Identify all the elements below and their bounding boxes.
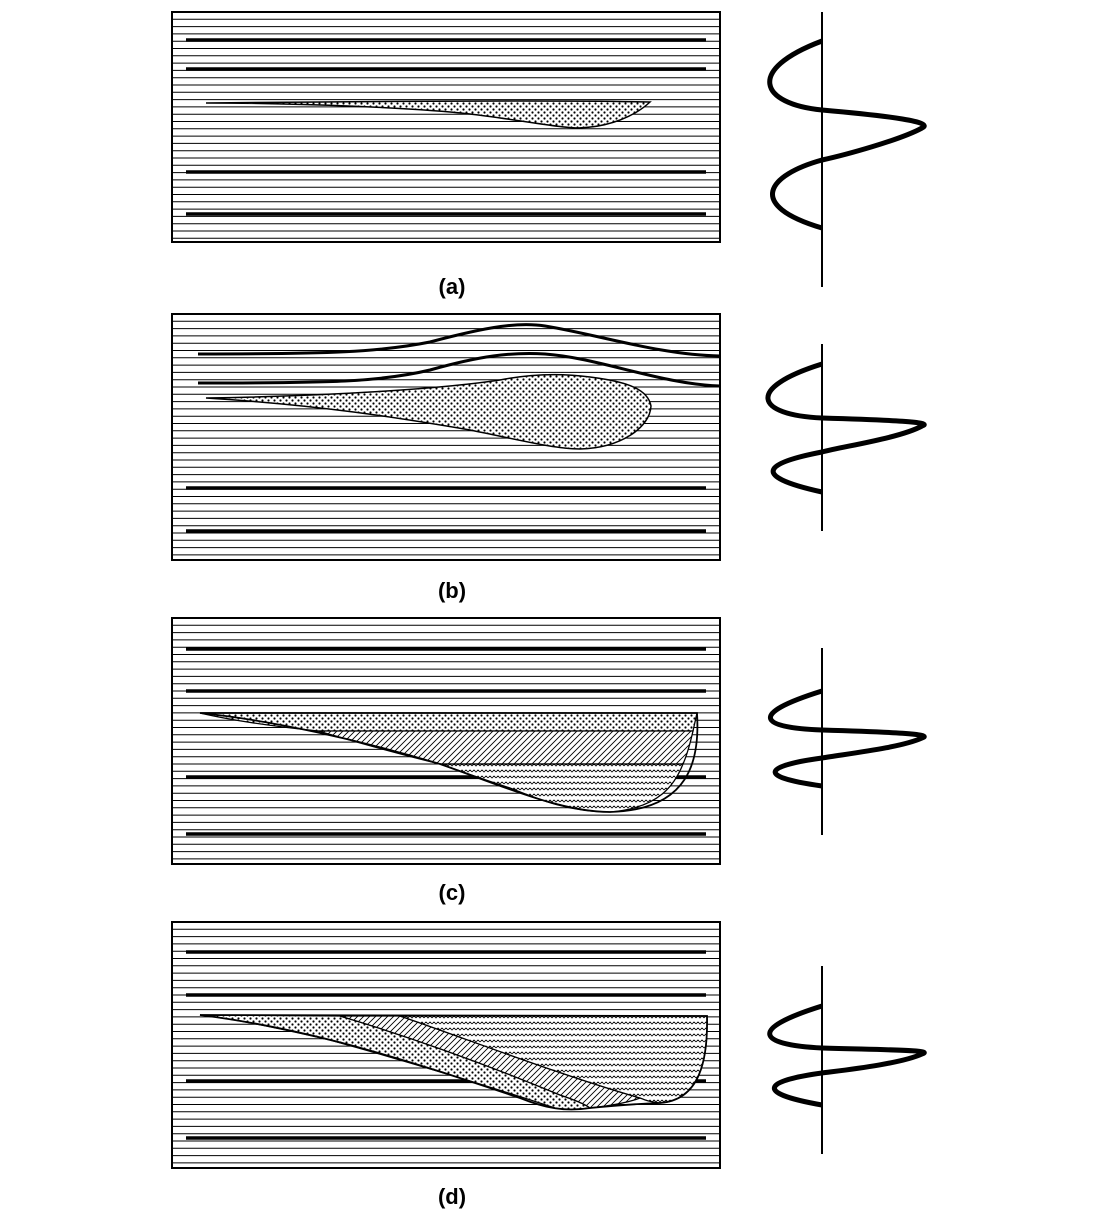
section-frame-c bbox=[171, 617, 721, 865]
sand-body-b bbox=[205, 373, 652, 450]
wavelet-trace-c bbox=[767, 648, 927, 835]
panel-label-a: (a) bbox=[439, 274, 466, 299]
wavelet-trace-d bbox=[767, 966, 927, 1154]
panel-a: (a) bbox=[171, 11, 927, 299]
draped-horizons-b bbox=[197, 323, 721, 388]
panel-d: (d) bbox=[171, 921, 927, 1209]
strata-a bbox=[172, 18, 720, 239]
panel-c: (c) bbox=[171, 617, 927, 905]
panel-label-b: (b) bbox=[438, 578, 466, 603]
strata-b bbox=[172, 320, 720, 556]
sand-body-c bbox=[199, 712, 699, 813]
wavelet-trace-a bbox=[767, 12, 927, 287]
sand-body-a bbox=[205, 100, 652, 129]
panel-b: (b) bbox=[171, 313, 927, 603]
section-frame-b bbox=[171, 313, 721, 561]
section-frame-d bbox=[171, 921, 721, 1169]
panel-label-c: (c) bbox=[439, 880, 466, 905]
panel-label-d: (d) bbox=[438, 1184, 466, 1209]
sand-body-d bbox=[199, 1014, 708, 1111]
wavelet-trace-b bbox=[765, 344, 927, 531]
section-frame-a bbox=[171, 11, 721, 243]
